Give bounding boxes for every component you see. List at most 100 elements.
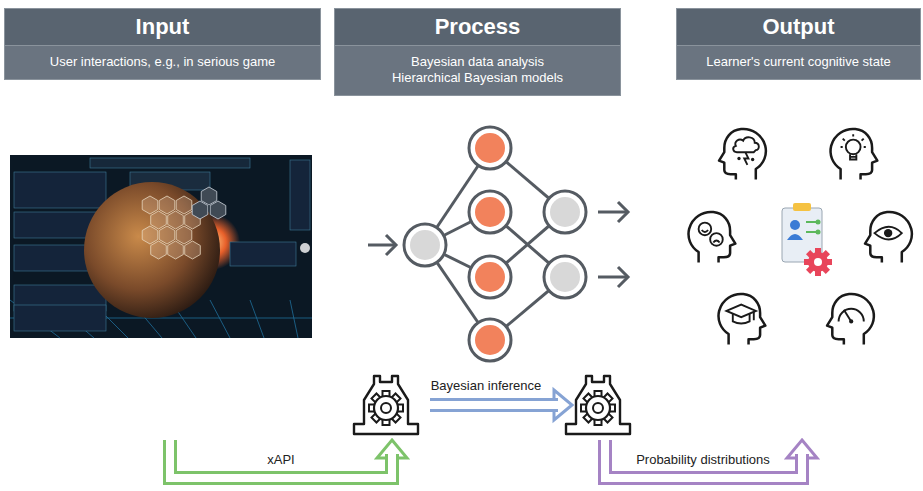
- flow-arrow: [368, 244, 396, 247]
- sad-face: [710, 233, 723, 246]
- neuron: [410, 230, 440, 260]
- hex-tile: [210, 201, 226, 219]
- head-icon: [719, 294, 766, 345]
- hex-tile: [185, 241, 201, 259]
- eye-symbol: [875, 227, 902, 240]
- header-title: Output: [677, 9, 920, 46]
- flow-arrow: [598, 276, 628, 279]
- gear-body: [374, 396, 398, 420]
- machine-gear: [369, 391, 403, 425]
- machine-gear: [581, 391, 615, 425]
- gear-hole: [381, 403, 391, 413]
- glow: [300, 243, 310, 253]
- header-title: Process: [335, 9, 620, 46]
- cognitive-icons: [689, 129, 912, 345]
- drop-symbol: [737, 157, 740, 160]
- drop-symbol: [751, 158, 754, 161]
- header-box: OutputLearner's current cognitive state: [676, 8, 921, 80]
- info-popup: [230, 242, 296, 266]
- planet: [84, 182, 220, 318]
- flow-arrow: [598, 211, 628, 214]
- cap-symbol: [727, 305, 756, 318]
- head-icon: [719, 129, 766, 180]
- neuron-ring: [404, 224, 446, 266]
- hex-tile: [151, 211, 167, 229]
- gear-body: [586, 396, 610, 420]
- header-body: Bayesian data analysisHierarchical Bayes…: [335, 46, 620, 95]
- flow-arrow-head: [618, 202, 628, 222]
- head-icon: [831, 129, 878, 180]
- header-subtitle: Bayesian data analysis: [341, 54, 614, 70]
- right-panel: [290, 160, 310, 230]
- arrow-label: Probability distributions: [633, 452, 773, 468]
- smile: [702, 230, 708, 232]
- flow-arrow-head: [618, 267, 628, 287]
- hex-tile: [176, 226, 192, 244]
- neuron: [475, 197, 505, 227]
- cap-base: [733, 312, 754, 324]
- top-bar: [90, 158, 250, 168]
- hex-tile: [142, 226, 158, 244]
- header-body: Learner's current cognitive state: [677, 46, 920, 79]
- band-inner: [430, 401, 558, 409]
- neuron-ring: [469, 256, 511, 298]
- hex-tile: [176, 196, 192, 214]
- clipboard-icon: [782, 203, 832, 276]
- flow-arrow-head: [386, 235, 396, 255]
- flow-band: [430, 390, 572, 420]
- header-subtitle: User interactions, e.g., in serious game: [11, 54, 314, 70]
- header-title: Input: [5, 9, 320, 46]
- neuron: [475, 325, 505, 355]
- smile-face: [699, 223, 712, 236]
- header-subtitle: Hierarchical Bayesian models: [341, 70, 614, 86]
- side-panel: [14, 305, 106, 331]
- neuron-ring: [544, 191, 586, 233]
- header-box: InputUser interactions, e.g., in serious…: [4, 8, 321, 80]
- bulb-rays: [841, 134, 866, 147]
- neuron-ring: [469, 319, 511, 361]
- bulb-base: [850, 154, 856, 159]
- head-outline: [831, 129, 878, 180]
- neuron: [550, 262, 580, 292]
- gear-body: [808, 252, 828, 272]
- hex-tile: [201, 187, 217, 205]
- person-body: [787, 234, 803, 240]
- hex-tile: [192, 201, 208, 219]
- grid-line: [210, 300, 230, 338]
- band-inner: [605, 439, 802, 479]
- hex-tile: [151, 241, 167, 259]
- list-dot: [816, 220, 821, 225]
- grid-line: [250, 300, 264, 338]
- bulb-symbol: [846, 140, 861, 155]
- machine-housing: [354, 376, 418, 434]
- head-outline: [865, 212, 912, 263]
- neuron-ring: [544, 256, 586, 298]
- neuron: [475, 133, 505, 163]
- cloud-symbol: [733, 137, 759, 152]
- gauge-hub: [849, 319, 853, 323]
- header-box: ProcessBayesian data analysisHierarchica…: [334, 8, 621, 96]
- arrow-label: xAPI: [264, 452, 297, 468]
- band-outer: [170, 440, 392, 478]
- band-outer: [430, 398, 558, 412]
- flow-band: [605, 439, 817, 479]
- person-head: [790, 220, 800, 230]
- head-outline: [827, 294, 874, 345]
- frown: [713, 240, 719, 242]
- machine-icon: [566, 376, 630, 434]
- head-outline: [719, 129, 766, 180]
- hex-tile: [168, 211, 184, 229]
- pupil: [884, 229, 892, 237]
- side-panel: [14, 172, 106, 208]
- hex-tile: [168, 241, 184, 259]
- neuron-ring: [469, 127, 511, 169]
- head-outline: [719, 294, 766, 345]
- game-screenshot: [10, 155, 312, 338]
- band-inner: [170, 439, 392, 479]
- lightning-symbol: [744, 152, 748, 165]
- list-line: [806, 221, 816, 223]
- neuron-ring: [469, 191, 511, 233]
- head-icon: [827, 294, 874, 345]
- list-line: [806, 231, 816, 233]
